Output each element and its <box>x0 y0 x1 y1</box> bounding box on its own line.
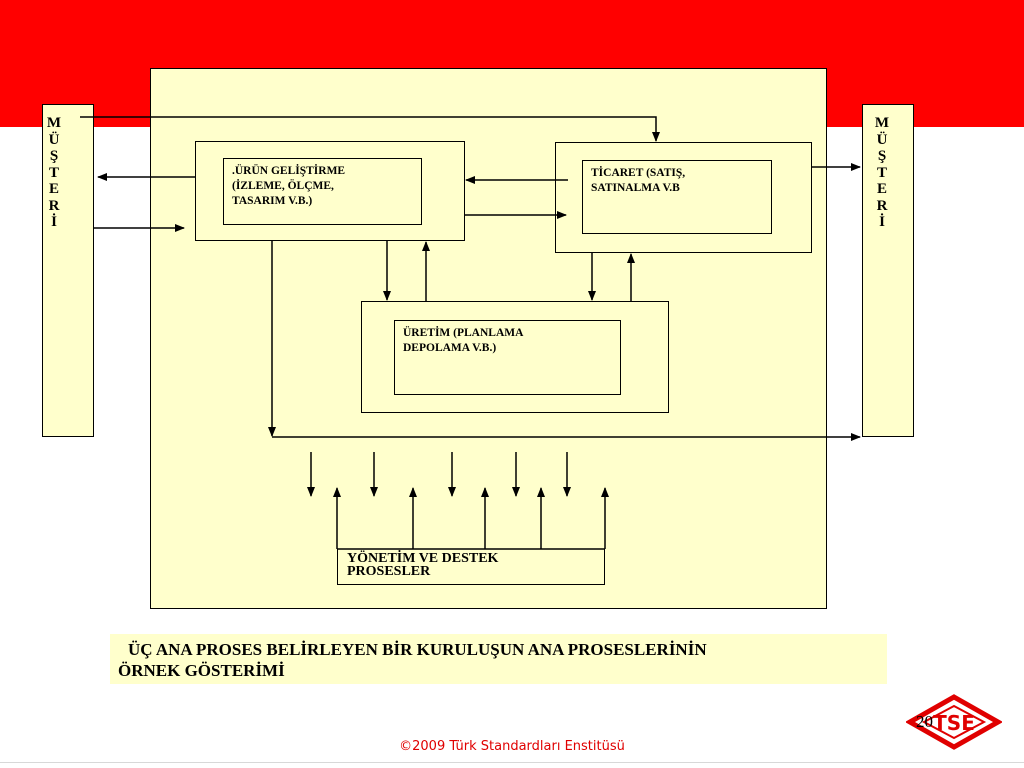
customer-left-column: M Ü Ş T E R İ <box>42 104 94 437</box>
caption-line-2: ÖRNEK GÖSTERİMİ <box>118 661 285 680</box>
commerce-box: TİCARET (SATIŞ, SATINALMA V.B <box>582 160 772 234</box>
customer-letter: M <box>874 115 890 131</box>
customer-letter: İ <box>879 214 885 230</box>
arrow-customer-to-commerce <box>80 116 660 142</box>
customer-letter: İ <box>51 214 57 230</box>
customer-letter: Ü <box>876 131 888 148</box>
customer-letter: T <box>48 164 59 181</box>
customer-letter: T <box>876 164 887 181</box>
box-text-line: .ÜRÜN GELİŞTİRME <box>232 165 346 177</box>
slide-caption: ÜÇ ANA PROSES BELİRLEYEN BİR KURULUŞUN A… <box>110 634 887 684</box>
box-text-line: SATINALMA V.B <box>591 182 680 194</box>
customer-letter: E <box>876 181 887 197</box>
box-text-line: PROSESLER <box>347 564 431 579</box>
box-text-line: TASARIM V.B.) <box>232 195 313 207</box>
box-text-line: DEPOLAMA V.B.) <box>403 342 497 354</box>
caption-line-1: ÜÇ ANA PROSES BELİRLEYEN BİR KURULUŞUN A… <box>128 640 707 659</box>
management-support-box: YÖNETİM VE DESTEK PROSESLER <box>337 549 605 585</box>
box-text-line: YÖNETİM VE DESTEK <box>347 551 499 566</box>
production-box: ÜRETİM (PLANLAMA DEPOLAMA V.B.) <box>394 320 621 395</box>
page-number: 20 <box>916 712 933 731</box>
box-text-line: TİCARET (SATIŞ, <box>591 167 686 179</box>
customer-right-column: M Ü Ş T E R İ <box>862 104 914 437</box>
box-text-line: (İZLEME, ÖLÇME, <box>232 180 334 192</box>
customer-letter: Ş <box>877 148 887 164</box>
customer-letter: Ü <box>48 131 60 148</box>
customer-letter: E <box>48 181 59 197</box>
footer-divider <box>0 762 1024 763</box>
product-development-box: .ÜRÜN GELİŞTİRME (İZLEME, ÖLÇME, TASARIM… <box>223 158 422 225</box>
customer-letter: Ş <box>49 148 59 164</box>
customer-letter: R <box>48 197 60 214</box>
tse-logo-icon: TSE <box>906 694 1002 750</box>
copyright-text: ©2009 Türk Standardları Enstitüsü <box>399 739 625 754</box>
customer-letter: M <box>46 115 62 131</box>
customer-letter: R <box>876 197 888 214</box>
box-text-line: ÜRETİM (PLANLAMA <box>403 327 524 339</box>
logo-text: TSE <box>933 711 975 735</box>
